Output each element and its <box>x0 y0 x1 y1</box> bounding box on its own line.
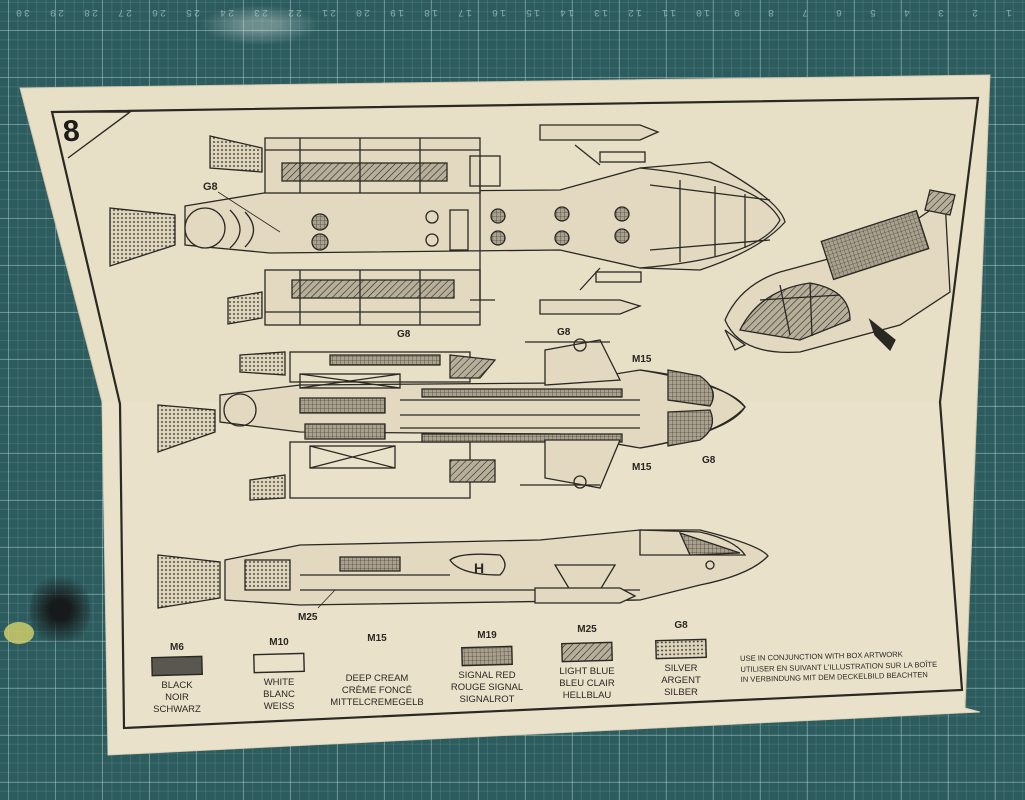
legend-swatch-m19 <box>461 645 513 667</box>
legend-code-m25: M25 <box>577 624 597 635</box>
legend-name-line: ARGENT <box>661 675 701 686</box>
part-label-m25: M25 <box>298 612 318 623</box>
legend-code-m19: M19 <box>477 630 497 641</box>
legend-name-line: BLEU CLAIR <box>559 678 615 689</box>
legend-name-line: HELLBLAU <box>562 690 612 701</box>
ship-top-view <box>109 124 786 326</box>
legend-name-line: WEISS <box>263 701 295 712</box>
legend-code-m10: M10 <box>269 637 289 648</box>
legend-swatch-m10 <box>253 652 305 674</box>
paint-stain <box>4 622 34 644</box>
part-label-m15: M15 <box>632 354 652 365</box>
paint-stain <box>200 5 320 45</box>
part-label-g8: G8 <box>557 327 571 338</box>
legend-name-line: WHITE <box>263 677 295 688</box>
legend-name-line: SILVER <box>664 663 698 674</box>
legend-name-line: SIGNAL RED <box>458 670 516 681</box>
instruction-note: USE IN CONJUNCTION WITH BOX ARTWORK UTIL… <box>740 649 938 686</box>
legend-name-line: BLACK <box>161 680 193 691</box>
hull-marking: H <box>474 560 484 576</box>
legend-name-line: SIGNALROT <box>459 694 515 705</box>
legend-name-line: LIGHT BLUE <box>559 666 615 677</box>
ship-underside-view <box>157 338 746 501</box>
part-label-g8: G8 <box>397 329 411 340</box>
legend-name-line: CRÈME FONCÉ <box>341 685 413 696</box>
legend-name-line: DEEP CREAM <box>345 673 409 684</box>
part-label-g8: G8 <box>203 181 218 193</box>
legend-code-m15: M15 <box>367 633 387 644</box>
legend-code-m6: M6 <box>170 642 184 653</box>
legend-name-line: ROUGE SIGNAL <box>450 682 524 693</box>
legend-name-line: MITTELCREMEGELB <box>330 697 424 708</box>
legend-code-g8: G8 <box>674 620 688 631</box>
legend-name-line: SILBER <box>664 687 698 698</box>
ship-side-view <box>157 529 769 609</box>
legend-swatch-m6 <box>151 655 203 677</box>
ship-3d-view <box>724 189 956 354</box>
legend-swatch-g8 <box>655 638 707 660</box>
legend-name-line: SCHWARZ <box>153 704 201 715</box>
part-label-m15: M15 <box>632 462 652 473</box>
legend-swatch-m25 <box>561 641 613 663</box>
page-number: 8 <box>61 114 81 149</box>
legend-name-line: BLANC <box>263 689 295 700</box>
legend-swatches <box>151 638 707 677</box>
part-label-g8: G8 <box>702 455 716 466</box>
paint-stain <box>30 570 90 650</box>
legend-name-line: NOIR <box>165 692 189 703</box>
